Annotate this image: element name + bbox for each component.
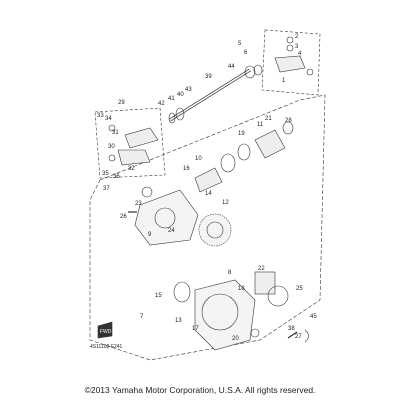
part-callout-17: 17 — [192, 326, 199, 332]
part-callout-9: 9 — [148, 232, 152, 238]
part-callout-35: 35 — [102, 171, 109, 177]
part-callout-18: 18 — [238, 286, 245, 292]
left-yoke-dashed-group — [94, 107, 166, 179]
part-callout-13: 13 — [175, 318, 182, 324]
oil-seal — [141, 186, 153, 198]
ring-gear-hub — [206, 221, 224, 239]
part-callout-32: 32 — [128, 166, 135, 172]
part-callout-39: 39 — [205, 74, 212, 80]
shaft-ring — [253, 64, 263, 76]
part-callout-26: 26 — [120, 214, 127, 220]
oil-seal — [237, 143, 251, 161]
part-callout-20: 20 — [232, 336, 239, 342]
part-callout-43: 43 — [185, 87, 192, 93]
yoke — [117, 149, 151, 166]
servo-motor — [254, 271, 276, 295]
universal-joint-left — [124, 127, 159, 149]
part-callout-1: 1 — [282, 78, 286, 84]
shaft-ring — [168, 112, 176, 124]
part-callout-41: 41 — [168, 96, 175, 102]
diagram-code: 4S11100-F241 — [90, 344, 123, 350]
o-ring — [201, 293, 239, 331]
housing-dashed-group — [89, 94, 326, 361]
part-callout-21: 21 — [265, 116, 272, 122]
part-callout-12: 12 — [222, 200, 229, 206]
part-callout-31: 31 — [112, 130, 119, 136]
part-callout-45: 45 — [310, 314, 317, 320]
part-callout-5: 5 — [238, 41, 242, 47]
part-callout-23: 23 — [135, 201, 142, 207]
bearing-cup — [286, 36, 294, 44]
motor-gasket — [267, 285, 289, 307]
part-callout-2: 2 — [295, 34, 299, 40]
part-callout-38: 38 — [288, 326, 295, 332]
propeller-shaft-highlight — [169, 69, 251, 121]
part-callout-11: 11 — [257, 122, 264, 128]
part-callout-37: 37 — [103, 186, 110, 192]
part-callout-7: 7 — [140, 314, 144, 320]
part-callout-14: 14 — [205, 191, 212, 197]
universal-joint-upper — [274, 55, 306, 73]
part-callout-28: 28 — [285, 118, 292, 124]
part-callout-30: 30 — [108, 144, 115, 150]
part-callout-4: 4 — [298, 51, 302, 57]
part-callout-42: 42 — [158, 101, 165, 107]
part-callout-15: 15 — [155, 293, 162, 299]
housing-bore — [154, 207, 176, 229]
clip — [304, 329, 309, 343]
part-callout-8: 8 — [228, 270, 232, 276]
part-callout-3: 3 — [295, 44, 299, 50]
washer — [282, 121, 294, 135]
bearing-cup — [108, 154, 116, 162]
part-callout-27: 27 — [295, 334, 302, 340]
callout-layer: 1234567891011121314151617181920212223242… — [97, 34, 317, 342]
shaft-ring — [175, 107, 185, 121]
bearing-cup — [108, 124, 116, 132]
part-callout-33: 33 — [97, 113, 104, 119]
forward-direction-badge — [97, 321, 113, 339]
drain-bolt — [250, 328, 260, 338]
gear-case — [194, 279, 256, 351]
coupling-gear — [254, 129, 286, 159]
part-callout-25: 25 — [296, 286, 303, 292]
part-callout-29: 29 — [118, 100, 125, 106]
bearing-cup — [286, 44, 294, 52]
part-callout-10: 10 — [195, 156, 202, 162]
forward-badge-text: FWD — [100, 329, 112, 335]
part-callout-6: 6 — [244, 50, 248, 56]
part-callout-44: 44 — [228, 64, 235, 70]
copyright-notice: ©2013 Yamaha Motor Corporation, U.S.A. A… — [84, 385, 316, 395]
part-callout-36: 36 — [113, 174, 120, 180]
shaft-ring — [244, 65, 256, 79]
part-callout-40: 40 — [177, 92, 184, 98]
pinion-gear — [194, 167, 223, 193]
part-callout-22: 22 — [258, 266, 265, 272]
circlip — [306, 68, 314, 76]
part-callout-24: 24 — [168, 228, 175, 234]
front-housing — [134, 189, 199, 246]
part-callout-19: 19 — [238, 131, 245, 137]
upper-right-dashed-group — [261, 29, 321, 96]
bolt — [287, 331, 298, 339]
ring-gear — [198, 213, 232, 247]
exploded-view: FWD 4S11100-F241 12345678910111213141516… — [89, 29, 326, 361]
part-callout-16: 16 — [183, 166, 190, 172]
bearing — [220, 153, 236, 173]
oil-seal-large — [173, 281, 191, 303]
part-callout-34: 34 — [105, 116, 112, 122]
